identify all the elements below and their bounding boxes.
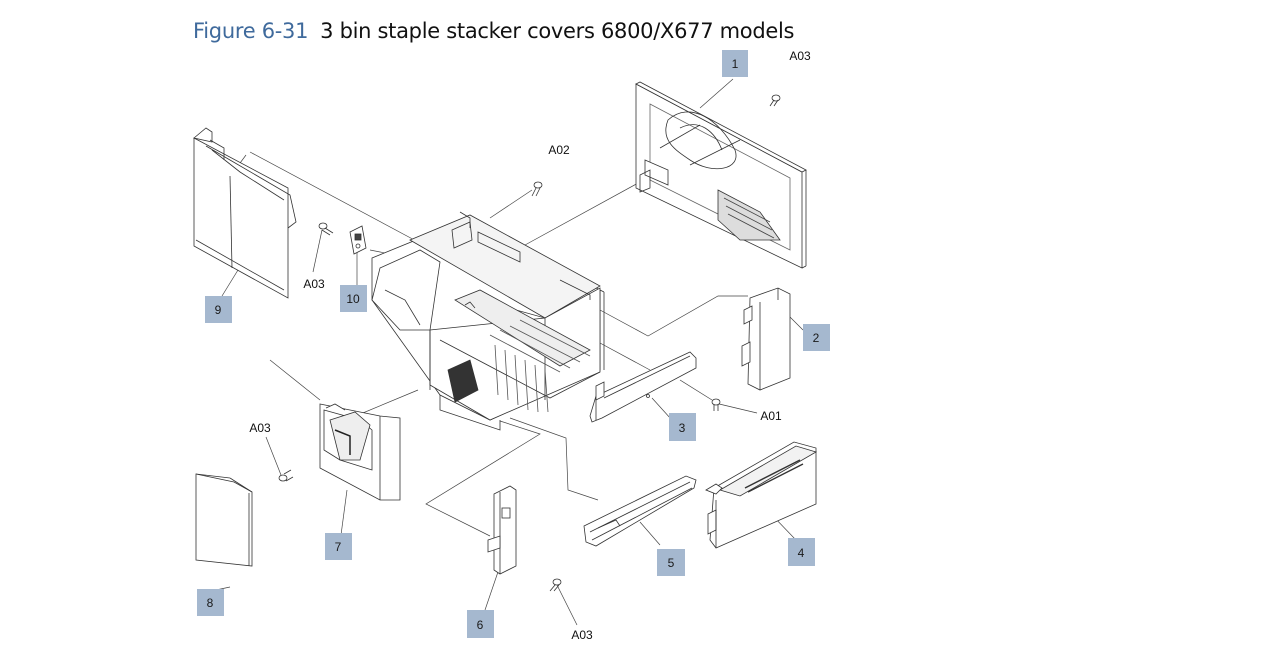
callout-6-label: 6	[477, 618, 484, 632]
screw-a03-mid	[278, 469, 294, 482]
screw-labels: A03 A02 A03 A01 A03 A03	[249, 49, 811, 642]
label-a03-top: A03	[789, 49, 811, 63]
label-a02: A02	[548, 143, 570, 157]
part-9-left-cover	[193, 127, 297, 299]
part-8-flat-panel	[195, 473, 253, 567]
part-1-rear-cover	[635, 81, 807, 269]
callout-3-label: 3	[679, 421, 686, 435]
callout-6: 6	[467, 610, 494, 638]
part-7-front-cover	[319, 403, 401, 501]
leader-lines	[215, 78, 804, 626]
figure-title: 3 bin staple stacker covers 6800/X677 mo…	[320, 19, 795, 43]
callout-7: 7	[325, 533, 352, 560]
callout-2: 2	[803, 324, 830, 351]
callout-1-label: 1	[732, 57, 739, 71]
screw-a02	[531, 181, 543, 197]
callout-8: 8	[197, 589, 224, 616]
callout-5-label: 5	[668, 556, 675, 570]
label-a03-left: A03	[303, 277, 325, 291]
part-2-right-cover	[741, 287, 791, 391]
part-3-rail-cover	[589, 351, 697, 423]
callout-1: 1	[722, 50, 748, 77]
part-4-lower-cover	[705, 441, 818, 549]
screw-a01	[711, 398, 721, 411]
callout-3: 3	[669, 413, 696, 441]
callouts: 1 2 3 4 5 6 7	[197, 50, 830, 638]
screw-a03-left	[318, 222, 334, 236]
callout-4: 4	[788, 538, 815, 566]
part-6-vertical-bracket	[487, 485, 517, 575]
part-5-lower-rail	[583, 475, 697, 547]
callout-10: 10	[340, 285, 367, 312]
stacker-main-body	[371, 211, 605, 431]
part-10-bracket	[349, 225, 367, 255]
label-a01: A01	[760, 409, 782, 423]
callout-9-label: 9	[215, 303, 222, 317]
callout-4-label: 4	[798, 546, 805, 560]
callout-10-label: 10	[346, 292, 360, 306]
figure-number: Figure 6-31	[193, 19, 309, 43]
callout-9: 9	[205, 296, 232, 323]
label-a03-bottom: A03	[571, 628, 593, 642]
figure-caption: Figure 6-31 3 bin staple stacker covers 6…	[193, 19, 794, 43]
callout-8-label: 8	[207, 596, 214, 610]
callout-5: 5	[657, 549, 685, 576]
callout-2-label: 2	[813, 331, 820, 345]
callout-7-label: 7	[335, 540, 342, 554]
screw-a03-top	[769, 94, 781, 107]
label-a03-mid: A03	[249, 421, 271, 435]
screw-a03-bottom	[549, 578, 562, 592]
